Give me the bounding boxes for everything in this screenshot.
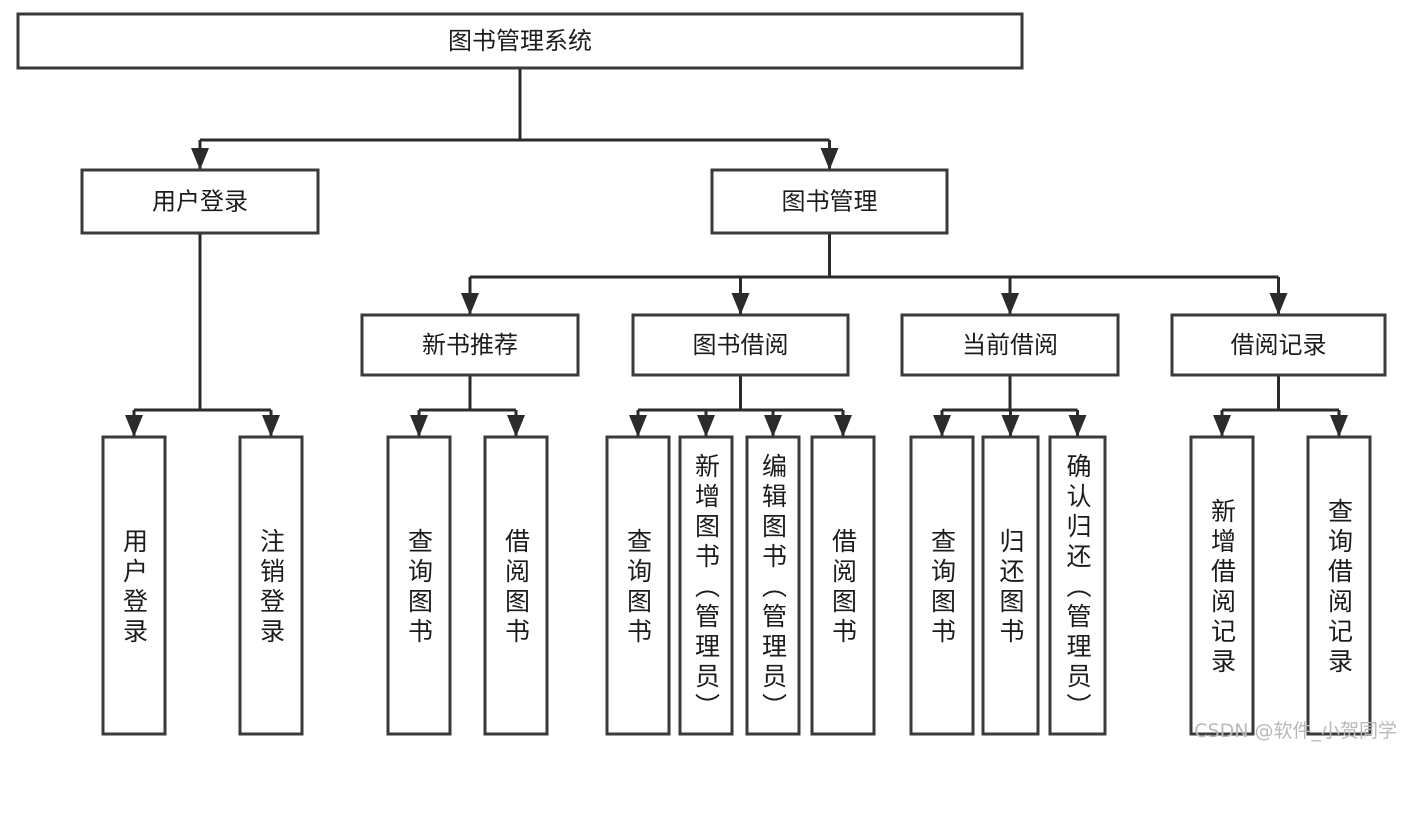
connector-arrowhead xyxy=(933,415,951,437)
leaf-box-leaf-query-book-cb xyxy=(909,435,975,736)
connector-arrowhead xyxy=(507,415,525,437)
leaf-box-leaf-add-record xyxy=(1189,435,1255,736)
node-box-root xyxy=(16,12,1024,70)
node-label-root: 图书管理系统 xyxy=(448,27,592,55)
node-label-book-manage: 图书管理 xyxy=(782,188,878,216)
connector-arrowhead xyxy=(1213,415,1231,437)
node-box-current-borrow xyxy=(900,313,1120,377)
leaf-box-leaf-user-login xyxy=(101,435,167,736)
connector-edges-layer xyxy=(125,68,1348,437)
connector-arrowhead xyxy=(1269,293,1288,315)
leaf-box-leaf-query-record xyxy=(1306,435,1372,736)
leaf-box-leaf-query-book-bb xyxy=(605,435,671,736)
node-box-book-borrow xyxy=(631,313,850,377)
leaf-box-leaf-borrow-book-rec xyxy=(483,435,549,736)
connector-arrowhead xyxy=(764,415,782,437)
connector-arrowhead xyxy=(1330,415,1348,437)
connector-arrowhead xyxy=(191,148,209,170)
node-box-book-manage xyxy=(710,168,949,235)
connector-arrowhead xyxy=(461,293,479,315)
leaf-box-leaf-confirm-return xyxy=(1048,435,1107,736)
connector-arrowhead xyxy=(1068,415,1087,437)
connector-arrowhead xyxy=(1001,415,1020,437)
leaf-box-leaf-add-book xyxy=(678,435,734,736)
leaf-box-leaf-return-book xyxy=(981,435,1040,736)
connector-arrowhead xyxy=(125,415,143,437)
connector-arrowhead xyxy=(262,415,280,437)
node-box-user-login xyxy=(80,168,320,235)
node-box-new-book-rec xyxy=(360,313,580,377)
node-label-current-borrow: 当前借阅 xyxy=(962,331,1058,359)
connector-arrowhead xyxy=(1001,293,1019,315)
connector-arrowhead xyxy=(820,148,839,170)
connector-arrowhead xyxy=(410,415,428,437)
node-label-borrow-record: 借阅记录 xyxy=(1231,331,1327,359)
node-boxes-layer xyxy=(16,12,1387,736)
leaf-box-leaf-user-logout xyxy=(238,435,304,736)
node-label-book-borrow: 图书借阅 xyxy=(693,331,789,359)
node-label-new-book-rec: 新书推荐 xyxy=(422,331,518,359)
flowchart-canvas: 图书管理系统用户登录图书管理新书推荐图书借阅当前借阅借阅记录 用户登录注销登录查… xyxy=(16,12,1397,742)
connector-arrowhead xyxy=(629,415,647,437)
connector-arrowhead xyxy=(834,415,852,437)
leaf-box-leaf-borrow-book-bb xyxy=(810,435,876,736)
node-box-borrow-record xyxy=(1170,313,1387,377)
connector-arrowhead xyxy=(731,293,750,315)
node-label-user-login: 用户登录 xyxy=(152,188,248,216)
leaf-box-leaf-edit-book xyxy=(745,435,801,736)
connector-arrowhead xyxy=(697,415,715,437)
leaf-box-leaf-query-book-rec xyxy=(386,435,452,736)
